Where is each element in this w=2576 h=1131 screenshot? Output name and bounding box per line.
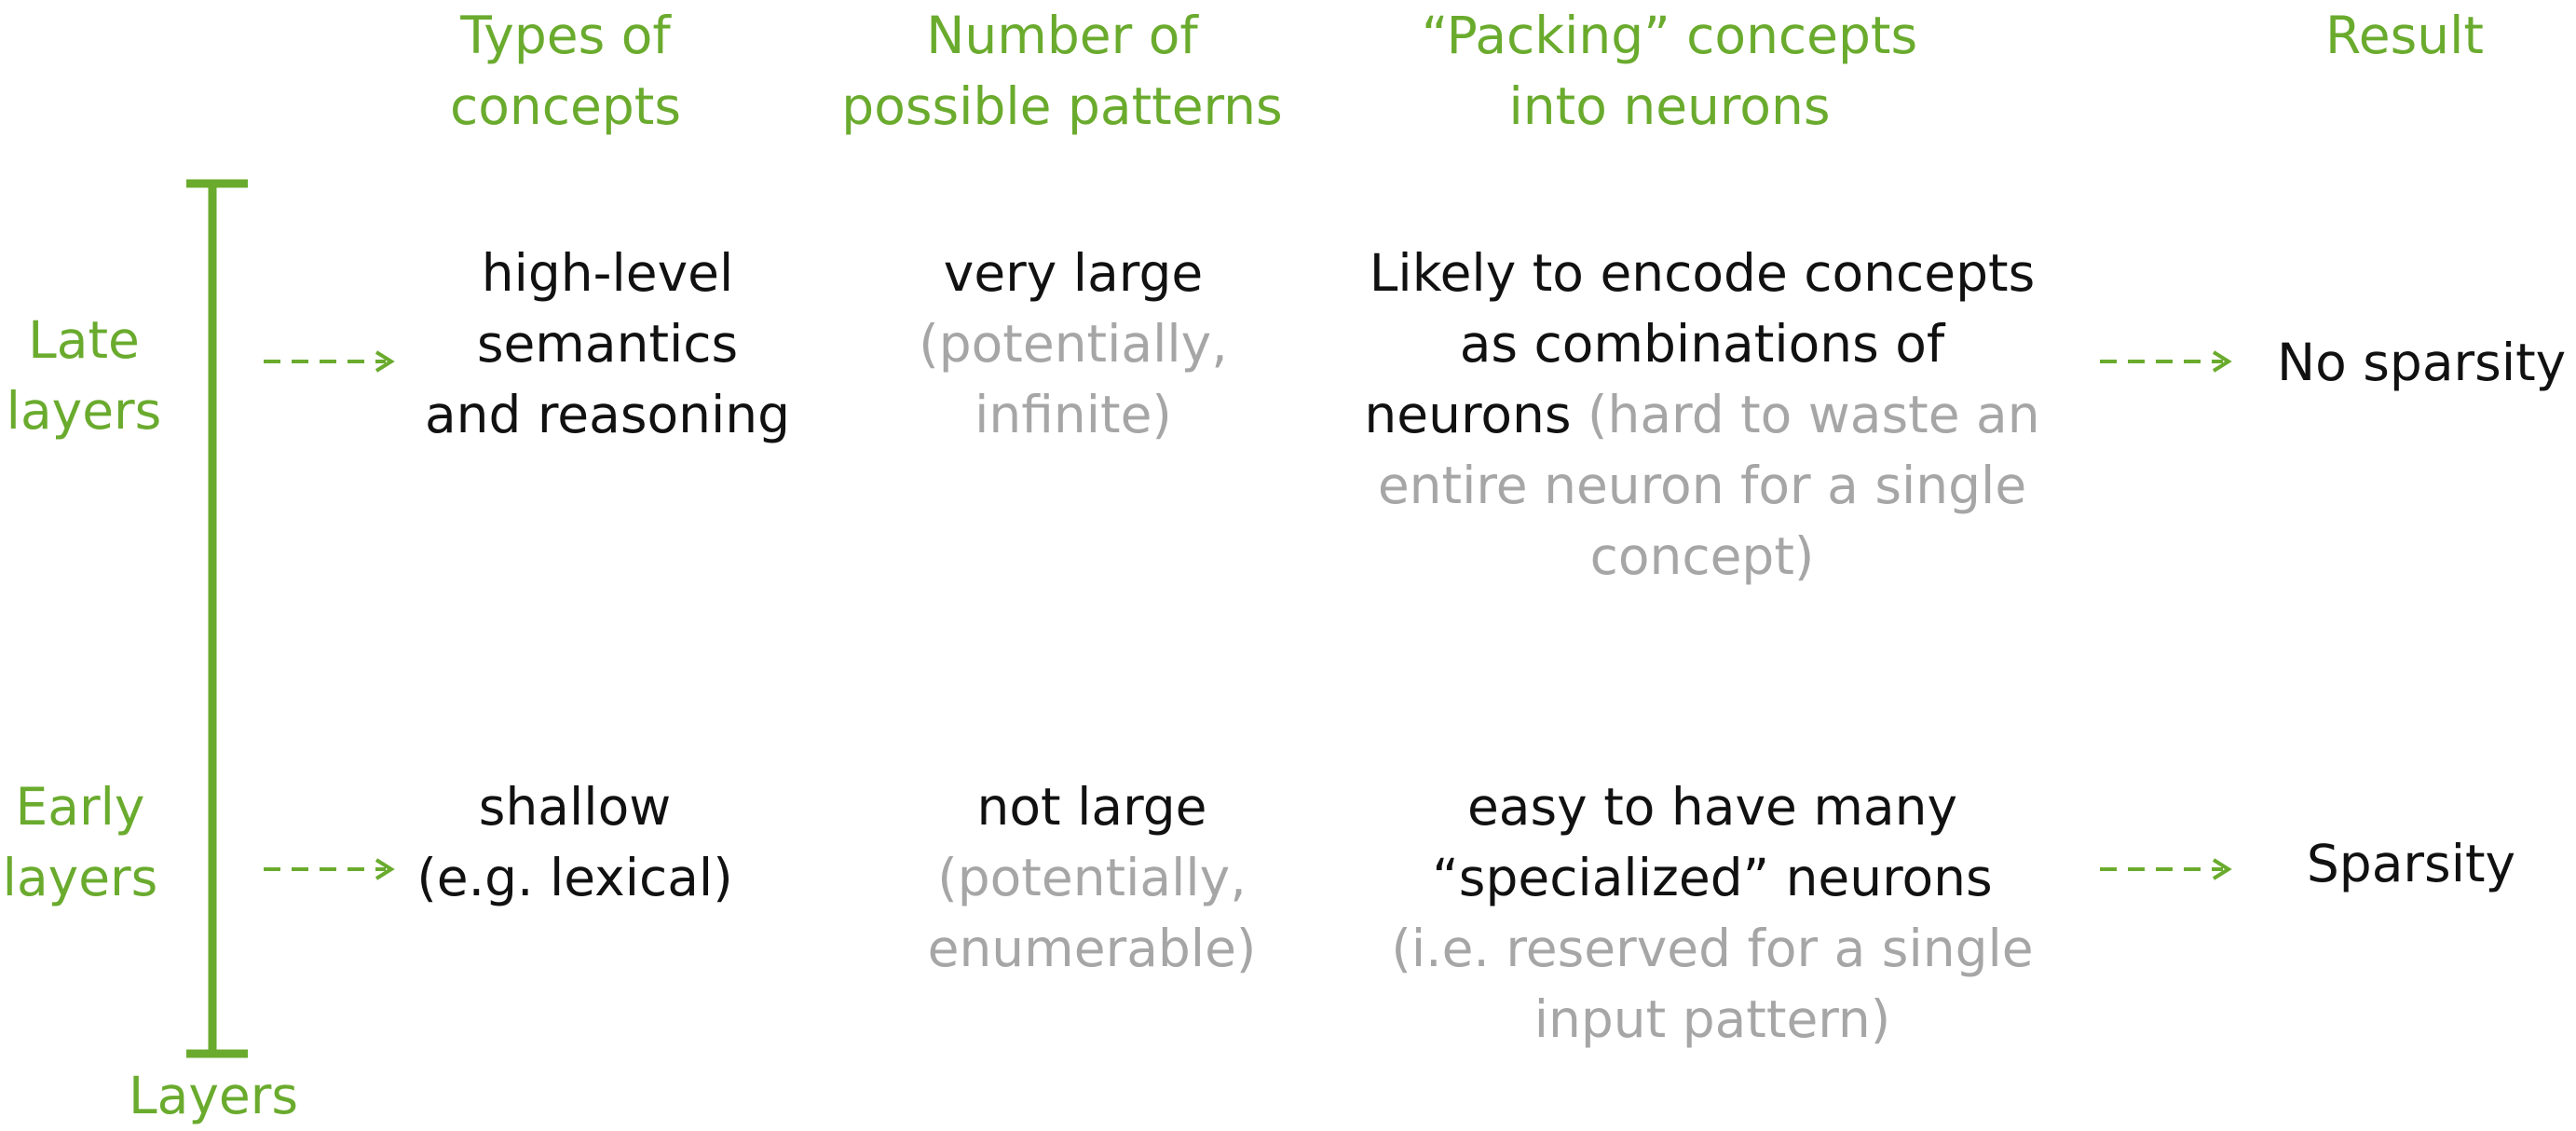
early-packing-cell: easy to have many “specialized” neurons … <box>1391 771 2033 1055</box>
early-number-cell: not large (potentially, enumerable) <box>928 771 1257 984</box>
label-late-layers: Late layers <box>7 305 162 446</box>
axis-label-line: Early <box>15 777 145 837</box>
cell-note-line: (i.e. reserved for a single <box>1391 919 2034 978</box>
cell-note-line: enumerable) <box>927 919 1257 978</box>
late-result-cell: No sparsity <box>2277 327 2566 398</box>
cell-line: semantics <box>476 314 739 374</box>
axis-label-line: Layers <box>129 1066 298 1125</box>
axis-label-line: layers <box>2 848 158 907</box>
header-result: Result <box>2325 0 2484 71</box>
header-line: Number of <box>926 6 1198 65</box>
axis-label-line: Late <box>28 310 140 370</box>
header-line: concepts <box>450 76 681 136</box>
cell-note-line: infinite) <box>975 385 1172 444</box>
label-early-layers: Early layers <box>3 771 158 913</box>
arrow-early-layers <box>264 858 395 880</box>
cell-line: not large <box>976 777 1207 837</box>
early-types-cell: shallow (e.g. lexical) <box>416 771 732 913</box>
arrow-early-result <box>2100 858 2232 880</box>
cell-note-line: (potentially, <box>937 848 1247 907</box>
arrow-late-layers <box>264 350 395 373</box>
cell-line: (e.g. lexical) <box>416 848 733 907</box>
cell-line: Likely to encode concepts <box>1369 243 2036 303</box>
cell-note-line: input pattern) <box>1533 989 1891 1049</box>
late-types-cell: high-level semantics and reasoning <box>425 238 790 450</box>
header-line: Result <box>2325 6 2484 65</box>
cell-note-line: (potentially, <box>919 314 1228 374</box>
result-label: No sparsity <box>2277 333 2567 392</box>
layers-axis <box>186 179 248 1058</box>
cell-line: neurons <box>1364 385 1572 444</box>
cell-note-line: concept) <box>1589 526 1815 586</box>
early-result-cell: Sparsity <box>2307 828 2515 899</box>
cell-line: high-level <box>481 243 734 303</box>
result-label: Sparsity <box>2306 834 2516 893</box>
cell-note-line: (hard to waste an <box>1571 385 2040 444</box>
header-number-of-patterns: Number of possible patterns <box>841 0 1282 142</box>
cell-line: easy to have many <box>1466 777 1958 837</box>
cell-note-line: entire neuron for a single <box>1377 456 2027 515</box>
axis-label-line: layers <box>6 381 162 441</box>
header-types-of-concepts: Types of concepts <box>450 0 681 142</box>
cell-line: very large <box>943 243 1204 303</box>
cell-line: as combinations of <box>1459 314 1945 374</box>
header-line: possible patterns <box>841 76 1283 136</box>
header-packing-concepts: “Packing” concepts into neurons <box>1422 0 1917 142</box>
label-layers-axis: Layers <box>129 1060 298 1131</box>
late-number-cell: very large (potentially, infinite) <box>919 238 1227 450</box>
late-packing-cell: Likely to encode concepts as combination… <box>1364 238 2039 592</box>
header-line: into neurons <box>1508 76 1831 136</box>
cell-line: and reasoning <box>424 385 791 444</box>
cell-line: shallow <box>478 777 672 837</box>
arrow-late-result <box>2100 350 2232 373</box>
header-line: “Packing” concepts <box>1421 6 1918 65</box>
header-line: Types of <box>460 6 671 65</box>
cell-line: “specialized” neurons <box>1432 848 1993 907</box>
